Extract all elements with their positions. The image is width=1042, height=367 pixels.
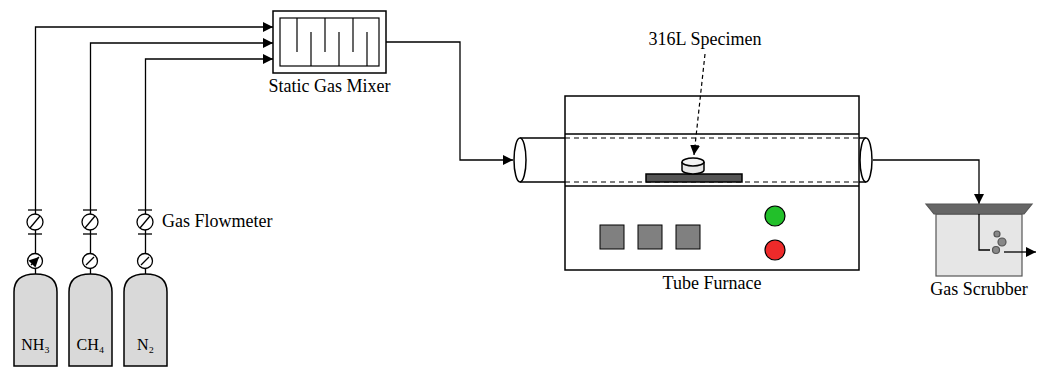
gas-name: NH₃ bbox=[21, 336, 50, 354]
specimen-plate bbox=[646, 174, 742, 182]
gas-scrubber bbox=[926, 204, 1036, 276]
flowmeter-symbol bbox=[137, 210, 153, 234]
red-lamp bbox=[765, 240, 785, 260]
panel-button bbox=[600, 225, 624, 249]
gauge-needle bbox=[31, 257, 39, 265]
gas-line bbox=[91, 43, 274, 274]
gas-line bbox=[873, 160, 979, 204]
gas-cylinder: CH₄ bbox=[69, 274, 112, 366]
pressure-gauges bbox=[28, 254, 153, 269]
panel-button bbox=[676, 225, 700, 249]
flowmeter-symbol bbox=[82, 210, 98, 234]
gas-line bbox=[36, 27, 274, 274]
specimen-top bbox=[682, 158, 704, 166]
leader-line bbox=[694, 54, 705, 155]
flowmeters bbox=[27, 210, 153, 234]
component-label: Static Gas Mixer bbox=[269, 77, 391, 97]
callout-label: 316L Specimen bbox=[649, 30, 762, 50]
gas-line bbox=[386, 42, 513, 160]
gas-name: CH₄ bbox=[77, 336, 105, 354]
flowmeter-symbol bbox=[27, 210, 43, 234]
gauge bbox=[83, 254, 98, 269]
cylinder-body bbox=[14, 274, 57, 366]
component-label: Tube Furnace bbox=[663, 274, 762, 294]
cylinder-body bbox=[124, 274, 167, 366]
green-lamp bbox=[765, 206, 785, 226]
gas-line bbox=[146, 59, 274, 274]
gauge-needle bbox=[86, 257, 94, 265]
gauge-needle bbox=[141, 257, 149, 265]
component-label: Gas Scrubber bbox=[930, 280, 1027, 300]
gas-cylinders bbox=[14, 274, 167, 366]
gas-name: N₂ bbox=[137, 336, 154, 354]
tube-furnace bbox=[514, 96, 872, 270]
gas-cylinder: N₂ bbox=[124, 274, 167, 366]
static-mixer bbox=[273, 11, 386, 73]
gas-scrubber: Gas Scrubber bbox=[926, 204, 1032, 276]
tube-furnace: Tube Furnace bbox=[513, 96, 873, 270]
gauge bbox=[138, 254, 153, 269]
panel-button bbox=[638, 225, 662, 249]
cylinder-body bbox=[69, 274, 112, 366]
gauge bbox=[28, 254, 43, 269]
static-gas-mixer: Static Gas Mixer bbox=[273, 11, 386, 73]
component-label: Gas Flowmeter bbox=[162, 212, 272, 232]
gas-cylinder: NH₃ bbox=[14, 274, 57, 366]
